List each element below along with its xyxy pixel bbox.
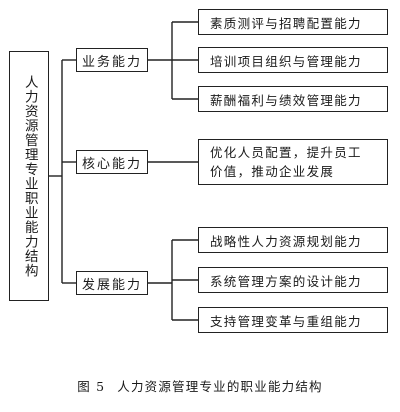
root-node-label: 人力资源管理专业职业能力结构 xyxy=(21,74,38,278)
leaf-node-label: 战略性人力资源规划能力 xyxy=(210,233,362,249)
branch-node-core: 核心能力 xyxy=(76,150,148,174)
leaf-node-business-3: 薪酬福利与绩效管理能力 xyxy=(198,86,388,112)
leaf-node-line: 价值，推动企业发展 xyxy=(210,164,335,179)
leaf-node-business-1: 素质测评与招聘配置能力 xyxy=(198,9,388,35)
figure-caption: 图 5 人力资源管理专业的职业能力结构 xyxy=(0,376,400,395)
leaf-node-label: 薪酬福利与绩效管理能力 xyxy=(210,92,362,108)
leaf-node-label: 系统管理方案的设计能力 xyxy=(210,273,362,289)
leaf-node-line: 优化人员配置，提升员工 xyxy=(210,145,362,160)
branch-node-label: 业务能力 xyxy=(81,54,142,70)
leaf-node-business-2: 培训项目组织与管理能力 xyxy=(198,47,388,73)
figure-number: 图 5 xyxy=(77,379,106,394)
leaf-node-label: 支持管理变革与重组能力 xyxy=(210,313,362,329)
leaf-node-development-1: 战略性人力资源规划能力 xyxy=(198,227,388,253)
leaf-node-core: 优化人员配置，提升员工 价值，推动企业发展 xyxy=(198,139,388,185)
leaf-node-development-3: 支持管理变革与重组能力 xyxy=(198,307,388,333)
branch-node-development: 发展能力 xyxy=(76,271,148,295)
branch-node-business: 业务能力 xyxy=(76,48,148,72)
leaf-node-label: 素质测评与招聘配置能力 xyxy=(210,15,362,31)
root-node: 人力资源管理专业职业能力结构 xyxy=(9,51,49,301)
figure-caption-text: 人力资源管理专业的职业能力结构 xyxy=(117,379,323,394)
leaf-node-label: 培训项目组织与管理能力 xyxy=(210,53,362,69)
branch-node-label: 发展能力 xyxy=(81,277,142,293)
branch-node-label: 核心能力 xyxy=(81,156,142,172)
leaf-node-development-2: 系统管理方案的设计能力 xyxy=(198,267,388,293)
